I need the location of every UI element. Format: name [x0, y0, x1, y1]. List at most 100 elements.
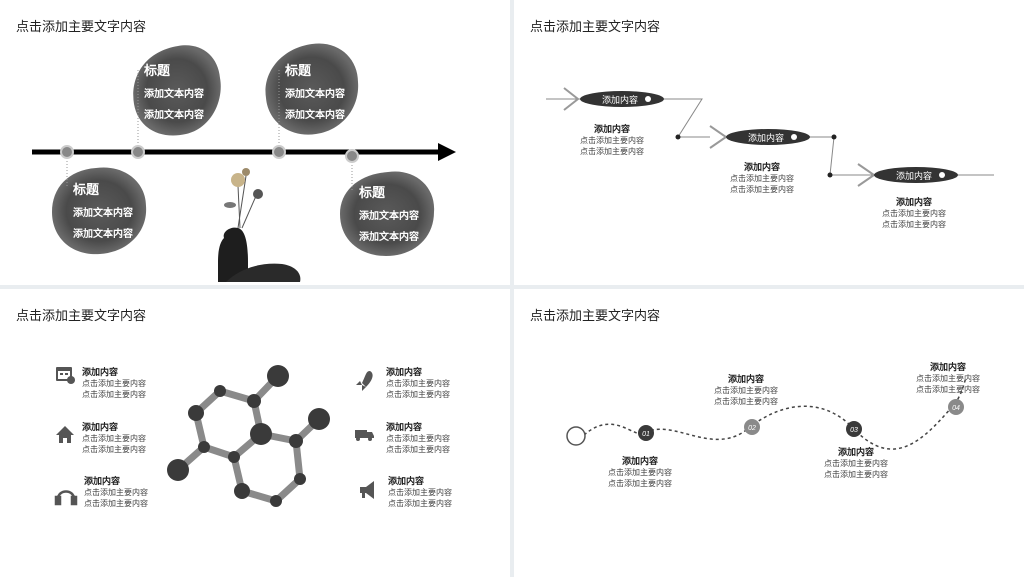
timeline-node: [272, 145, 286, 159]
slide-title: 点击添加主要文字内容: [530, 19, 661, 34]
item-line: 点击添加主要内容: [82, 434, 146, 443]
item-line: 点击添加主要内容: [82, 445, 146, 454]
item-title: 添加内容: [837, 447, 874, 457]
molecule-atom: [270, 495, 282, 507]
item-line: 点击添加主要内容: [882, 209, 946, 218]
item-line: 点击添加主要内容: [580, 147, 644, 156]
flow-pill: [874, 167, 958, 183]
step-node: [638, 425, 654, 441]
molecule-graphic: [54, 365, 374, 507]
wave-item: 添加内容 点击添加主要内容 点击添加主要内容: [706, 372, 786, 407]
molecule-atom: [247, 394, 261, 408]
item-line: 点击添加主要内容: [82, 379, 146, 388]
item-line: 点击添加主要内容: [386, 390, 450, 399]
blob-line: 添加文本内容: [359, 232, 419, 243]
ink-blob: [52, 167, 147, 255]
wave-graphic: 01 02 03 04: [566, 376, 967, 450]
item-line: 点击添加主要内容: [824, 470, 888, 479]
item-line: 点击添加主要内容: [84, 499, 148, 508]
feature-item: 添加内容 点击添加主要内容 点击添加主要内容: [82, 420, 146, 455]
flow-item: 添加内容 点击添加主要内容 点击添加主要内容: [874, 195, 954, 230]
item-line: 点击添加主要内容: [388, 488, 452, 497]
pill-label: 添加内容: [602, 95, 639, 105]
flow-item: 添加内容 点击添加主要内容 点击添加主要内容: [722, 160, 802, 195]
item-line: 点击添加主要内容: [714, 397, 778, 406]
wave-item: 添加内容 点击添加主要内容 点击添加主要内容: [816, 445, 896, 480]
blob-3-text: 标题 添加文本内容 添加文本内容: [73, 179, 133, 240]
item-title: 添加内容: [84, 476, 121, 486]
blob-line: 添加文本内容: [144, 89, 204, 100]
item-title: 添加内容: [593, 124, 630, 134]
item-line: 点击添加主要内容: [608, 479, 672, 488]
blob-2-text: 标题 添加文本内容 添加文本内容: [285, 60, 345, 121]
flow-pill: [726, 129, 810, 145]
start-circle: [566, 426, 586, 446]
feature-item: 添加内容 点击添加主要内容 点击添加主要内容: [388, 474, 452, 509]
blob-line: 添加文本内容: [144, 110, 204, 121]
item-line: 点击添加主要内容: [580, 136, 644, 145]
feature-item: 添加内容 点击添加主要内容 点击添加主要内容: [386, 420, 450, 455]
slide-title: 点击添加主要文字内容: [16, 19, 147, 34]
molecule-atom: [167, 459, 189, 481]
pill-label: 添加内容: [896, 171, 933, 181]
molecule-atom: [308, 408, 330, 430]
blob-heading: 标题: [285, 63, 312, 78]
slide-molecule: 点击添加主要文字内容: [0, 289, 510, 577]
item-title: 添加内容: [386, 367, 423, 377]
timeline-node: [60, 145, 74, 159]
blob-line: 添加文本内容: [359, 211, 419, 222]
blob-heading: 标题: [359, 185, 386, 200]
pill-label: 添加内容: [748, 133, 785, 143]
step-number: 01: [642, 431, 650, 438]
molecule-atom: [228, 451, 240, 463]
ink-blob: [265, 43, 359, 135]
item-title: 添加内容: [82, 367, 119, 377]
step-number: 02: [748, 425, 756, 432]
blob-1-text: 标题 添加文本内容 添加文本内容: [144, 60, 204, 121]
slide-timeline: 点击添加主要文字内容: [0, 0, 510, 285]
item-title: 添加内容: [895, 197, 932, 207]
blob-line: 添加文本内容: [73, 208, 133, 219]
item-line: 点击添加主要内容: [84, 488, 148, 497]
item-title: 添加内容: [82, 422, 119, 432]
item-title: 添加内容: [621, 456, 658, 466]
item-line: 点击添加主要内容: [386, 434, 450, 443]
flow-item: 添加内容 点击添加主要内容 点击添加主要内容: [572, 122, 652, 157]
item-line: 点击添加主要内容: [916, 385, 980, 394]
feature-item: 添加内容 点击添加主要内容 点击添加主要内容: [82, 365, 146, 400]
slide-stepped-flow: 点击添加主要文字内容 添加内容 添加内容 添加内容 添加内容 点击添加主要内容 …: [514, 0, 1024, 285]
item-line: 点击添加主要内容: [388, 499, 452, 508]
wave-item: 添加内容 点击添加主要内容 点击添加主要内容: [600, 454, 680, 489]
timeline-node: [345, 149, 359, 163]
item-line: 点击添加主要内容: [386, 379, 450, 388]
molecule-atom: [294, 473, 306, 485]
truck-icon: [355, 430, 374, 441]
megaphone-icon: [360, 481, 374, 499]
slide-wave-steps: 点击添加主要文字内容 01 02 03 04 添加内容 点击添加主要内容 点击添…: [514, 289, 1024, 577]
molecule-atom: [214, 385, 226, 397]
step-node: [948, 399, 964, 415]
timeline-node: [131, 145, 145, 159]
slide-title: 点击添加主要文字内容: [530, 308, 661, 323]
slide-title: 点击添加主要文字内容: [16, 308, 147, 323]
wave-item: 添加内容 点击添加主要内容 点击添加主要内容: [908, 360, 988, 395]
item-title: 添加内容: [386, 422, 423, 432]
timeline-graphic: [32, 43, 456, 282]
blob-line: 添加文本内容: [285, 89, 345, 100]
molecule-atom: [250, 423, 272, 445]
item-line: 点击添加主要内容: [608, 468, 672, 477]
item-line: 点击添加主要内容: [824, 459, 888, 468]
item-title: 添加内容: [727, 374, 764, 384]
flow-graphic: [546, 87, 994, 187]
blob-line: 添加文本内容: [73, 229, 133, 240]
item-line: 点击添加主要内容: [82, 390, 146, 399]
home-icon: [56, 426, 74, 443]
item-title: 添加内容: [929, 362, 966, 372]
item-line: 点击添加主要内容: [386, 445, 450, 454]
flow-pill: [580, 91, 664, 107]
blob-line: 添加文本内容: [285, 110, 345, 121]
step-node: [744, 419, 760, 435]
feature-item: 添加内容 点击添加主要内容 点击添加主要内容: [84, 474, 148, 509]
lotus-vase-illustration: [218, 168, 301, 282]
molecule-atom: [198, 441, 210, 453]
